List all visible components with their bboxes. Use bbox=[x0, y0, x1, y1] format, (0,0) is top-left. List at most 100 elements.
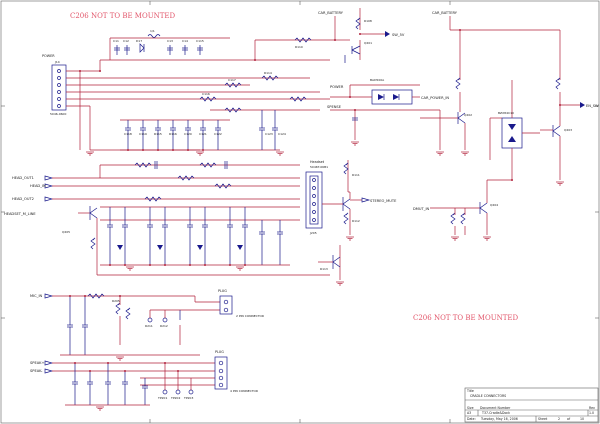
part-q202: Q202 bbox=[464, 113, 472, 117]
tb-docnum-label: Document Number bbox=[480, 406, 511, 410]
note-bottom: C206 NOT TO BE MOUNTED bbox=[413, 314, 519, 322]
net-headset-m-line: HEADSET_M_LINE bbox=[4, 212, 36, 216]
part-r108: R108 bbox=[364, 19, 372, 23]
part-c115: C115 bbox=[196, 39, 204, 43]
part-r114: R114 bbox=[264, 71, 272, 75]
net-head-out1: HEAD_OUT1 bbox=[12, 176, 34, 180]
part-r115: R115 bbox=[154, 132, 162, 136]
plug2-desc: 2 PIN CONNECTOR bbox=[236, 314, 264, 318]
net-mic-in: MIC_IN bbox=[30, 294, 43, 298]
tp204: TP202 bbox=[170, 396, 180, 400]
tb-of-label: of bbox=[567, 417, 571, 421]
note-top: C206 NOT TO BE MOUNTED bbox=[70, 12, 176, 20]
power-connector-id: J14 bbox=[54, 60, 60, 64]
tb-docnum: T37-Cradle&Dock bbox=[481, 411, 510, 415]
plug2-ref: PLUG bbox=[218, 289, 227, 293]
junction-dots bbox=[69, 29, 561, 372]
part-c120: C120 bbox=[184, 132, 192, 136]
bus-resistors bbox=[199, 75, 307, 113]
mic-circuit: PLUG 2 PIN CONNECTOR R211 R212 R205 bbox=[44, 289, 264, 356]
net-en-sw: EN_SW bbox=[586, 104, 599, 108]
tb-rev-label: Rev bbox=[589, 406, 595, 410]
stereo-mute-circuit: R111 R112 R113 bbox=[318, 160, 371, 280]
net-speak-n: SPEAK- bbox=[30, 369, 43, 373]
plug4-desc: 4 PIN CONNECTOR bbox=[230, 389, 258, 393]
power-connector: POWER J14 5046-0600 bbox=[42, 54, 66, 116]
ground-symbols-top-right bbox=[351, 141, 359, 146]
net-sw5v: SW_5V bbox=[392, 33, 405, 37]
part-c123: C123 bbox=[265, 132, 273, 136]
tb-title-label: Title bbox=[466, 389, 474, 393]
ground-symbols-left bbox=[86, 151, 94, 156]
part-c14: C14 bbox=[182, 39, 188, 43]
part-r113: R113 bbox=[320, 267, 328, 271]
part-c124: C124 bbox=[278, 132, 286, 136]
part-c117: C117 bbox=[228, 78, 236, 82]
ground-symbols-stereo bbox=[336, 236, 354, 286]
headset-connector: Headset 5046T-06B1 J205 bbox=[305, 160, 328, 235]
part-d-z: BZX84C10 bbox=[498, 111, 514, 115]
net-car-battery-1: CAR_BATTERY bbox=[318, 11, 344, 15]
tb-rev: 1.0 bbox=[589, 411, 594, 415]
part-r110: R110 bbox=[295, 45, 303, 49]
power-connector-ref: POWER bbox=[42, 54, 55, 58]
part-c11: C11 bbox=[113, 39, 119, 43]
part-r205: R205 bbox=[112, 299, 120, 303]
power-wires bbox=[66, 59, 330, 151]
part-q204: Q204 bbox=[490, 203, 498, 207]
part-r111: R111 bbox=[352, 173, 360, 177]
part-c122: C122 bbox=[214, 132, 222, 136]
net-speak-p: SPEAK+ bbox=[30, 361, 45, 365]
tb-date: Tuesday, May 16, 2006 bbox=[480, 417, 518, 421]
tp202: R212 bbox=[160, 324, 168, 328]
dmut-transistor: Q204 bbox=[430, 165, 513, 235]
part-r112: R112 bbox=[352, 219, 360, 223]
part-r116: R116 bbox=[169, 132, 177, 136]
part-c121: C121 bbox=[199, 132, 207, 136]
ground-symbols-right bbox=[436, 151, 564, 241]
title-block: Title CRADLE CONNECTORS Size A3 Document… bbox=[464, 387, 599, 423]
filter-cap-bank: C118 C119 R115 R116 C120 C121 C122 C123 … bbox=[120, 110, 286, 151]
part-c13: C13 bbox=[167, 39, 173, 43]
tb-sheet: 2 bbox=[558, 417, 560, 421]
net-car-battery-2: CAR_BATTERY bbox=[432, 11, 458, 15]
part-l1: 1/1 bbox=[150, 29, 155, 33]
tb-sheets: 10 bbox=[580, 417, 584, 421]
top-cap-row: C11 C12 D17 1/1 C13 C14 C115 bbox=[109, 29, 230, 60]
net-stereo-mute: STEREO_MUTE bbox=[370, 199, 397, 203]
car-battery-switch: R108 Q201 R110 bbox=[254, 8, 390, 63]
diode-block: BAD500A bbox=[330, 78, 440, 140]
net-head-in: HEAD_IN bbox=[30, 184, 46, 188]
tb-title: CRADLE CONNECTORS bbox=[470, 394, 506, 398]
net-power: POWER bbox=[330, 85, 344, 89]
tp205: TP203 bbox=[183, 396, 193, 400]
part-c116: C116 bbox=[202, 92, 210, 96]
ground-symbols-mid bbox=[196, 151, 284, 156]
part-q205: Q205 bbox=[62, 230, 70, 234]
ground-symbols-headset bbox=[126, 266, 244, 271]
net-dmut-in: DMUT_IN bbox=[413, 207, 430, 211]
part-q203: Q203 bbox=[564, 128, 572, 132]
headset-connector-part: 5046T-06B1 bbox=[310, 165, 328, 169]
tb-sheet-label: Sheet bbox=[538, 417, 548, 421]
plug4-ref: PLUG bbox=[215, 350, 224, 354]
headset-connector-ref: Headset bbox=[310, 160, 325, 164]
part-c118: C118 bbox=[124, 132, 132, 136]
tp201: R211 bbox=[145, 324, 153, 328]
net-sense: SPENSE bbox=[327, 105, 342, 109]
car-battery-2-circuit: BZX84C10 Q202 Q203 bbox=[420, 16, 585, 180]
part-c12: C12 bbox=[123, 39, 129, 43]
part-c119: C119 bbox=[139, 132, 147, 136]
tp203: TP201 bbox=[157, 396, 167, 400]
ground-symbols-mic bbox=[116, 356, 124, 361]
tb-date-label: Date: bbox=[467, 417, 476, 421]
headset-connector-id: J205 bbox=[309, 231, 317, 235]
speaker-circuit: PLUG 4 PIN CONNECTOR TP201 TP202 TP203 bbox=[44, 350, 258, 406]
headset-inputs: Q205 bbox=[44, 161, 330, 276]
net-car-power-in: CAR_POWER_IN bbox=[421, 96, 449, 100]
part-d17: D17 bbox=[136, 39, 142, 43]
power-connector-part: 5046-0600 bbox=[50, 112, 66, 116]
